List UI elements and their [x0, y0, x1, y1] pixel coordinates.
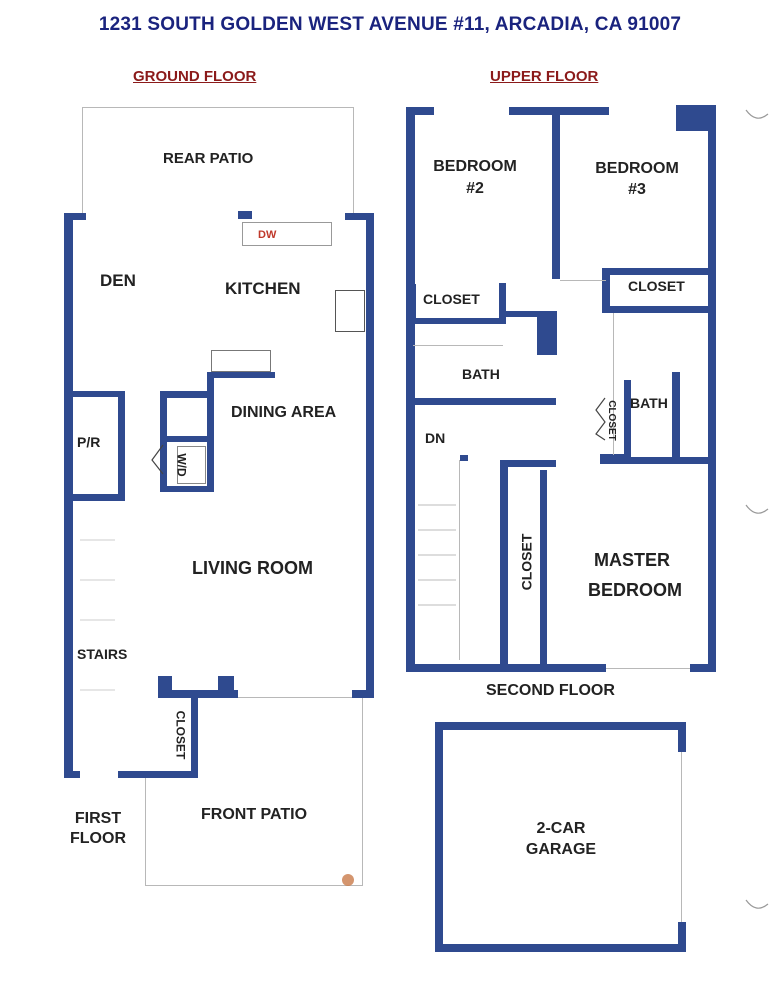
- living-room-label: LIVING ROOM: [192, 558, 313, 578]
- kitchen-dining-post: [207, 372, 214, 492]
- den-pr-wall: [64, 391, 124, 397]
- garage-wall-east-bottom: [678, 922, 686, 952]
- front-patio-outline-left: [145, 775, 146, 885]
- hall-line: [560, 280, 606, 281]
- closet-left-east: [499, 283, 506, 324]
- upper-wall-south-right: [690, 664, 716, 672]
- kitchen-label: KITCHEN: [225, 279, 301, 298]
- binder-hole-mark: [745, 109, 769, 119]
- bath-right-east-part: [672, 372, 680, 464]
- front-patio-outline-bottom: [145, 885, 363, 886]
- upper-wall-west: [406, 107, 415, 672]
- stairs-down-label: DN: [425, 430, 446, 446]
- closet-right-west: [602, 268, 610, 313]
- entry-wall: [158, 690, 238, 698]
- stair-post: [460, 455, 468, 461]
- second-floor-label: SECOND FLOOR: [486, 682, 615, 699]
- garage-label-line1: 2-CAR: [536, 820, 586, 837]
- bath-left-label: BATH: [462, 366, 500, 382]
- garage-wall-north: [435, 722, 686, 730]
- refrigerator: [335, 290, 365, 332]
- bath-right-corner: [600, 454, 631, 464]
- stain-spot: [342, 874, 354, 886]
- ground-wall-north-right: [345, 213, 374, 220]
- bath-left-tub: [413, 345, 503, 346]
- dishwasher-counter: [242, 222, 332, 246]
- pr-south-wall: [64, 494, 125, 501]
- closet-right-label: CLOSET: [628, 278, 685, 294]
- bath-right-label: BATH: [630, 395, 668, 411]
- bedroom3-label-line2: #3: [628, 181, 646, 198]
- master-closet-top: [500, 460, 556, 467]
- master-closet-east: [540, 470, 547, 672]
- kitchen-island: [211, 350, 271, 372]
- rear-patio-outline-right: [353, 107, 354, 215]
- wd-north-wall: [160, 391, 210, 398]
- stair-rail: [459, 460, 460, 660]
- ground-wall-south: [118, 771, 198, 778]
- dishwasher-label: DW: [258, 229, 277, 241]
- bath-left-south: [406, 398, 556, 405]
- stairs-label: STAIRS: [77, 646, 128, 662]
- bath-left-north: [499, 311, 557, 317]
- pr-east-wall: [118, 391, 125, 496]
- bath-right-west: [624, 380, 631, 464]
- ground-floor-heading: GROUND FLOOR: [133, 68, 257, 85]
- master-label-line2: BEDROOM: [588, 580, 682, 600]
- garage-door: [681, 752, 682, 922]
- master-label-line1: MASTER: [594, 550, 670, 570]
- den-label: DEN: [100, 271, 136, 290]
- wd-mid-wall: [160, 436, 212, 442]
- bedroom-divider-wall: [552, 107, 560, 279]
- garage-wall-south: [435, 944, 686, 952]
- front-wall-thin: [238, 697, 364, 698]
- binder-hole-mark: [745, 899, 769, 909]
- bath-right-inner: [613, 313, 614, 455]
- bedroom2-label-line1: BEDROOM: [433, 158, 517, 175]
- wd-door-swing: [151, 444, 164, 475]
- ground-wall-sw-corner: [64, 771, 80, 778]
- kitchen-counter-wall: [207, 372, 275, 378]
- ground-wall-se-corner: [352, 690, 374, 698]
- first-floor-label-line1: FIRST: [74, 810, 122, 827]
- closet-left-south: [406, 318, 506, 324]
- bedroom3-label-line1: BEDROOM: [595, 160, 679, 177]
- upper-wall-north-left: [406, 107, 434, 115]
- dining-area-label: DINING AREA: [231, 404, 337, 421]
- front-patio-label: FRONT PATIO: [201, 806, 308, 823]
- upper-floor-heading: UPPER FLOOR: [490, 68, 599, 85]
- bath-right-south: [624, 457, 716, 464]
- garage-wall-east-top: [678, 722, 686, 752]
- closet-bifold-door: [595, 397, 606, 441]
- closet-left-wall: [406, 284, 416, 324]
- garage-wall-west: [435, 722, 443, 952]
- master-closet-west: [500, 460, 508, 672]
- address-title: 1231 SOUTH GOLDEN WEST AVENUE #11, ARCAD…: [98, 14, 682, 35]
- rear-patio-outline-top: [82, 107, 354, 108]
- ground-wall-north-left: [64, 213, 86, 220]
- rear-patio-outline-left: [82, 107, 83, 215]
- ground-wall-east: [366, 213, 374, 698]
- powder-room-label: P/R: [77, 434, 101, 450]
- garage-label-line2: GARAGE: [525, 841, 597, 858]
- ground-wall-north-stub: [238, 211, 252, 219]
- washer-dryer: [177, 446, 206, 484]
- wd-south-wall: [160, 486, 212, 492]
- closet-left-label: CLOSET: [423, 291, 480, 307]
- binder-hole-mark: [745, 504, 769, 514]
- bedroom2-label-line2: #2: [466, 180, 484, 197]
- upper-wall-east: [708, 105, 716, 672]
- front-patio-outline-right: [362, 698, 363, 886]
- closet-right-south: [602, 306, 716, 313]
- upper-south-thin: [606, 668, 690, 669]
- closet-east-wall: [191, 690, 198, 778]
- bath-left-ne-block: [537, 311, 557, 355]
- first-floor-label-line2: FLOOR: [70, 830, 126, 847]
- rear-patio-label: REAR PATIO: [163, 150, 254, 167]
- closet-right-north: [602, 268, 716, 275]
